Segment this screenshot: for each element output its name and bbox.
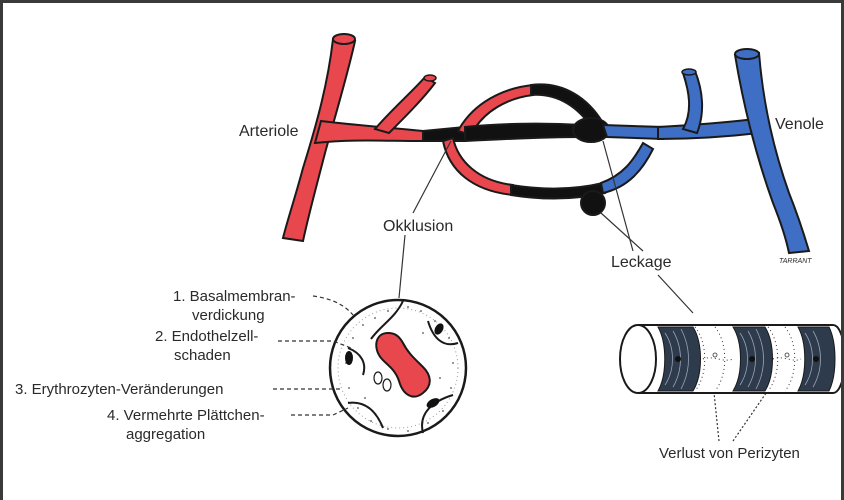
list-item-4-line1: 4. Vermehrte Plättchen- (107, 407, 265, 424)
capillary-cylinder (620, 325, 841, 393)
leckage-label: Leckage (611, 254, 672, 271)
list-item-2-line1: 2. Endothelzell- (155, 328, 258, 345)
pathology-list: 1. Basalmembran- verdickung 2. Endothelz… (15, 288, 296, 443)
venole-label: Venole (775, 116, 824, 133)
list-item-2-line2: schaden (174, 347, 231, 364)
arteriole-vessel (283, 34, 443, 241)
list-item-3: 3. Erythrozyten-Veränderungen (15, 381, 223, 398)
list-item-4-line2: aggregation (126, 426, 205, 443)
arteriole-label: Arteriole (239, 123, 299, 140)
perizyten-label: Verlust von Perizyten (659, 445, 800, 462)
illustration-page: Arteriole Venole Okklusion Leckage Verlu… (3, 3, 841, 500)
artist-signature: TARRANT (779, 258, 812, 265)
list-item-1-line2: verdickung (192, 307, 265, 324)
list-item-1-line1: 1. Basalmembran- (173, 288, 296, 305)
microvessel-diagram: Arteriole Venole Okklusion Leckage Verlu… (3, 3, 841, 500)
okklusion-label: Okklusion (383, 218, 453, 235)
capillary-loop (423, 84, 653, 215)
venole-vessel (603, 49, 809, 253)
capillary-cross-section (330, 300, 466, 436)
